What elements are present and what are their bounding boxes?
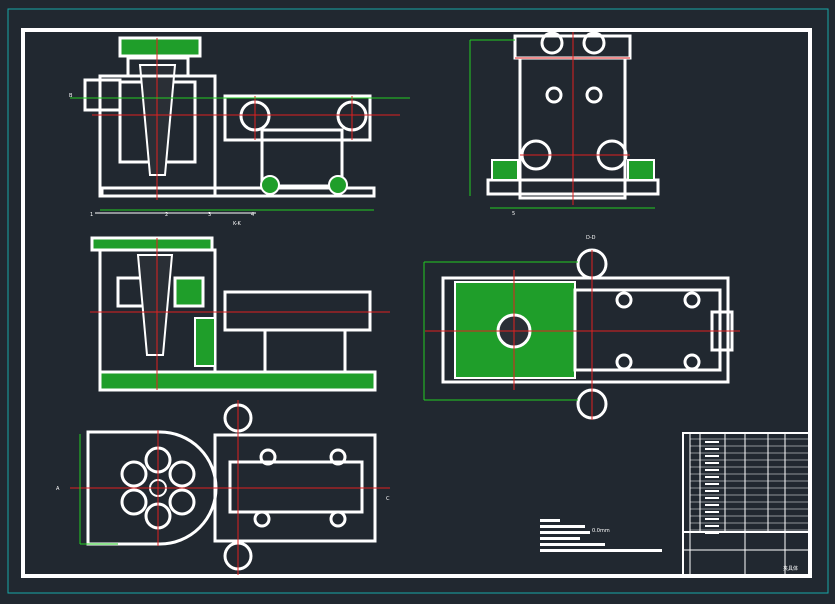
section-label-kk: K-K bbox=[233, 221, 241, 227]
title-block-row-text bbox=[705, 441, 719, 443]
marker-c: C bbox=[386, 496, 390, 502]
outer-frame bbox=[7, 8, 829, 594]
title-block-caption: 夹具体 bbox=[783, 566, 799, 572]
view-section-kk bbox=[70, 36, 410, 214]
size-note: 0.0mm bbox=[592, 528, 610, 534]
title-block-rows bbox=[690, 438, 810, 534]
title-block-row-text bbox=[705, 490, 719, 492]
marker-2: 2 bbox=[165, 212, 169, 218]
inner-border bbox=[21, 28, 812, 578]
title-block-row-text bbox=[705, 448, 719, 450]
title-block-row-text bbox=[705, 532, 719, 534]
view-section-dd bbox=[423, 248, 740, 420]
view-top bbox=[70, 400, 390, 575]
title-block-row-text bbox=[705, 518, 719, 520]
notes-block bbox=[540, 519, 662, 552]
title-block-row-text bbox=[705, 504, 719, 506]
title-block-row-text bbox=[705, 525, 719, 527]
marker-4: 4 bbox=[251, 212, 255, 218]
title-block-row-text bbox=[705, 476, 719, 478]
title-block-row-text bbox=[705, 462, 719, 464]
view-section-middle bbox=[90, 236, 390, 392]
view-front bbox=[469, 31, 660, 209]
title-block bbox=[682, 432, 811, 577]
marker-3: 3 bbox=[208, 212, 212, 218]
marker-1: 1 bbox=[90, 212, 94, 218]
section-label-dd: D-D bbox=[586, 235, 596, 241]
title-block-row-text bbox=[705, 497, 719, 499]
marker-b: B bbox=[69, 93, 73, 99]
marker-5: 5 bbox=[512, 211, 516, 217]
marker-a: A bbox=[56, 486, 60, 492]
title-block-row-text bbox=[705, 469, 719, 471]
title-block-row-text bbox=[705, 483, 719, 485]
title-block-row-text bbox=[705, 455, 719, 457]
title-block-row-text bbox=[705, 511, 719, 513]
